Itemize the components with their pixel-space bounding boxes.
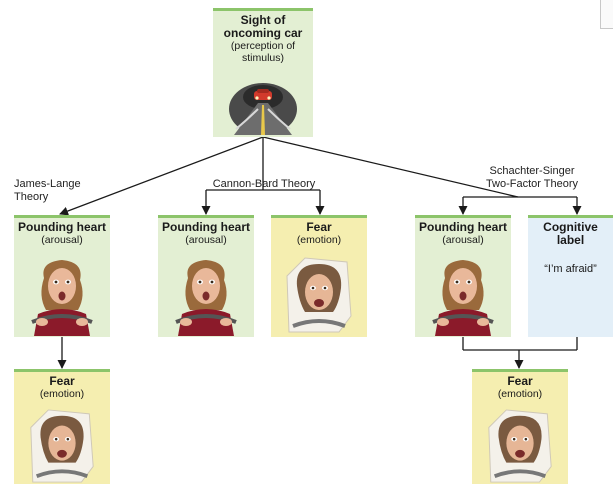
fear-box-james-lange: Fear (emotion) <box>14 369 110 484</box>
fear-box-schachter-singer: Fear (emotion) <box>472 369 568 484</box>
oncoming-car-image <box>229 83 297 135</box>
frightened-face-image <box>286 257 352 333</box>
theory-label-james-lange: James-Lange Theory <box>14 178 81 203</box>
line-to-schachter-singer <box>262 136 519 198</box>
theory-label-schachter-singer: Schachter-Singer Two-Factor Theory <box>482 165 582 191</box>
arousal-subtitle: (arousal) <box>185 234 227 246</box>
theory-label-ss-line2: Two-Factor Theory <box>485 178 579 190</box>
arousal-subtitle: (arousal) <box>442 234 484 246</box>
corner-tab <box>600 0 613 29</box>
cognitive-label-box: Cognitive label “I’m afraid” <box>528 215 613 337</box>
theory-label-cannon-bard: Cannon-Bard Theory <box>212 178 316 190</box>
arousal-box-james-lange: Pounding heart (arousal) <box>14 215 110 337</box>
frightened-face-image <box>30 409 94 483</box>
arrow-to-james-lange-arousal <box>59 136 264 216</box>
arousal-subtitle: (arousal) <box>41 234 83 246</box>
cognitive-label-quote: “I’m afraid” <box>544 263 597 275</box>
stimulus-box: Sight of oncoming car (perception of sti… <box>213 8 313 137</box>
fear-title: Fear <box>49 374 75 388</box>
cognitive-label-title: Cognitive label <box>543 220 598 247</box>
arousal-title: Pounding heart <box>419 220 507 234</box>
pounding-heart-face-image <box>31 260 93 336</box>
theory-label-ss-line1: Schachter-Singer <box>489 165 575 177</box>
fear-subtitle: (emotion) <box>497 388 543 400</box>
fear-subtitle: (emotion) <box>296 234 342 246</box>
stimulus-subtitle: (perception of stimulus) <box>230 40 296 64</box>
arousal-title: Pounding heart <box>162 220 250 234</box>
fear-title: Fear <box>306 220 332 234</box>
fear-box-cannon-bard: Fear (emotion) <box>271 215 367 337</box>
pounding-heart-face-image <box>432 260 494 336</box>
stimulus-title: Sight of oncoming car <box>223 13 303 40</box>
arousal-box-cannon-bard: Pounding heart (arousal) <box>158 215 254 337</box>
pounding-heart-face-image <box>175 260 237 336</box>
frightened-face-image <box>488 409 552 483</box>
fear-subtitle: (emotion) <box>39 388 85 400</box>
fear-title: Fear <box>507 374 533 388</box>
arousal-title: Pounding heart <box>18 220 106 234</box>
arousal-box-schachter-singer: Pounding heart (arousal) <box>415 215 511 337</box>
